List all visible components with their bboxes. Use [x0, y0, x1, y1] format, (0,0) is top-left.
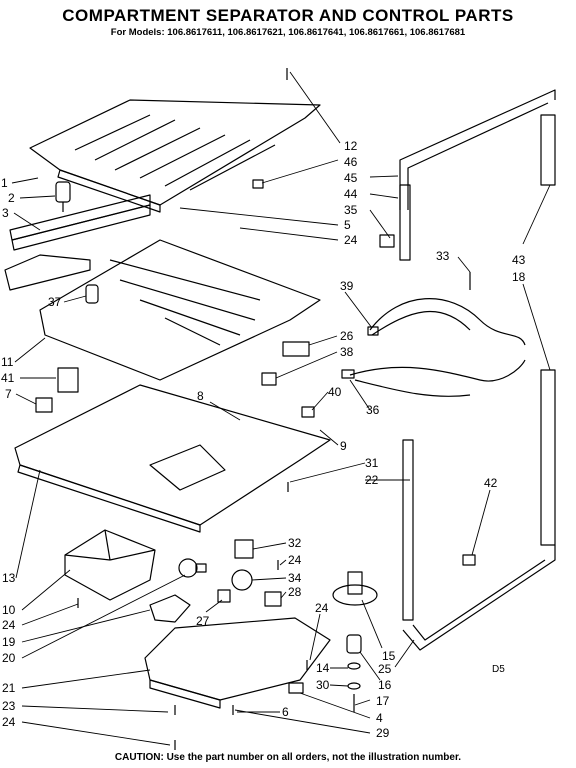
callout-9: 9: [340, 439, 347, 453]
callout-24-left-b: 24: [2, 715, 16, 729]
leader-lines: [11, 71, 551, 746]
control-housing: [64, 529, 156, 601]
callout-41: 41: [1, 371, 15, 385]
callout-32: 32: [288, 536, 302, 550]
callout-12: 12: [344, 139, 358, 153]
foam-insert: [85, 284, 99, 304]
callout-4: 4: [376, 711, 383, 725]
callout-27: 27: [196, 614, 210, 628]
callout-46: 46: [344, 155, 358, 169]
callout-35: 35: [344, 203, 358, 217]
callout-24-mid: 24: [288, 553, 302, 567]
breaker-strip: [9, 194, 151, 251]
screws: [77, 68, 471, 750]
callout-11: 11: [1, 355, 14, 369]
callout-numbers: 1 2 3 37 11 41 7 13 10 24 19 20 21 23 24…: [1, 139, 526, 740]
diagram-title: COMPARTMENT SEPARATOR AND CONTROL PARTS: [62, 6, 514, 25]
light-bulb: [178, 558, 207, 578]
callout-2: 2: [8, 191, 15, 205]
separator-top-cover: [29, 99, 321, 213]
callout-18: 18: [512, 270, 526, 284]
door-gasket: [399, 89, 556, 651]
callout-40: 40: [328, 385, 342, 399]
callout-3: 3: [2, 206, 9, 220]
callout-43: 43: [512, 253, 526, 267]
callout-13: 13: [2, 571, 16, 585]
lower-pan: [14, 384, 331, 533]
callout-22: 22: [365, 473, 379, 487]
control-knob: [55, 181, 71, 212]
callout-5: 5: [344, 218, 351, 232]
fan-motor: [332, 571, 378, 712]
callout-20: 20: [2, 651, 16, 665]
callout-19: 19: [2, 635, 16, 649]
callout-21: 21: [2, 681, 16, 695]
bottom-housing: [144, 617, 331, 709]
caution-note: CAUTION: Use the part number on all orde…: [114, 752, 462, 763]
callout-28: 28: [288, 585, 302, 599]
callout-36: 36: [366, 403, 380, 417]
callout-7: 7: [5, 387, 12, 401]
callout-29: 29: [376, 726, 390, 740]
callout-23: 23: [2, 699, 16, 713]
callout-37: 37: [48, 295, 62, 309]
callout-45: 45: [344, 171, 358, 185]
callout-25: 25: [378, 662, 392, 676]
callout-16: 16: [378, 678, 392, 692]
callout-42: 42: [484, 476, 498, 490]
callout-15: 15: [382, 649, 396, 663]
callout-6: 6: [282, 705, 289, 719]
callout-1: 1: [1, 176, 8, 190]
callout-34: 34: [288, 571, 302, 585]
diagram-code: D5: [492, 664, 505, 675]
model-list: For Models: 106.8617611, 106.8617621, 10…: [110, 27, 466, 38]
callout-30: 30: [316, 678, 330, 692]
callout-44: 44: [344, 187, 358, 201]
lamp-socket: [149, 594, 191, 623]
callout-24-top: 24: [344, 233, 358, 247]
callout-14: 14: [316, 661, 330, 675]
callout-24-right: 24: [315, 601, 329, 615]
callout-38: 38: [340, 345, 354, 359]
callout-33: 33: [436, 249, 450, 263]
callout-31: 31: [365, 456, 379, 470]
callout-26: 26: [340, 329, 354, 343]
callout-10: 10: [2, 603, 16, 617]
callout-17: 17: [376, 694, 390, 708]
wiring-harness: [341, 298, 526, 397]
switch-parts: [217, 539, 282, 607]
callout-8: 8: [197, 389, 204, 403]
gasket-clip: [462, 554, 476, 566]
callout-24-left-a: 24: [2, 618, 16, 632]
callout-39: 39: [340, 279, 354, 293]
middle-tray: [4, 239, 321, 381]
damper-assembly: [35, 367, 79, 413]
small-parts: [252, 179, 395, 694]
